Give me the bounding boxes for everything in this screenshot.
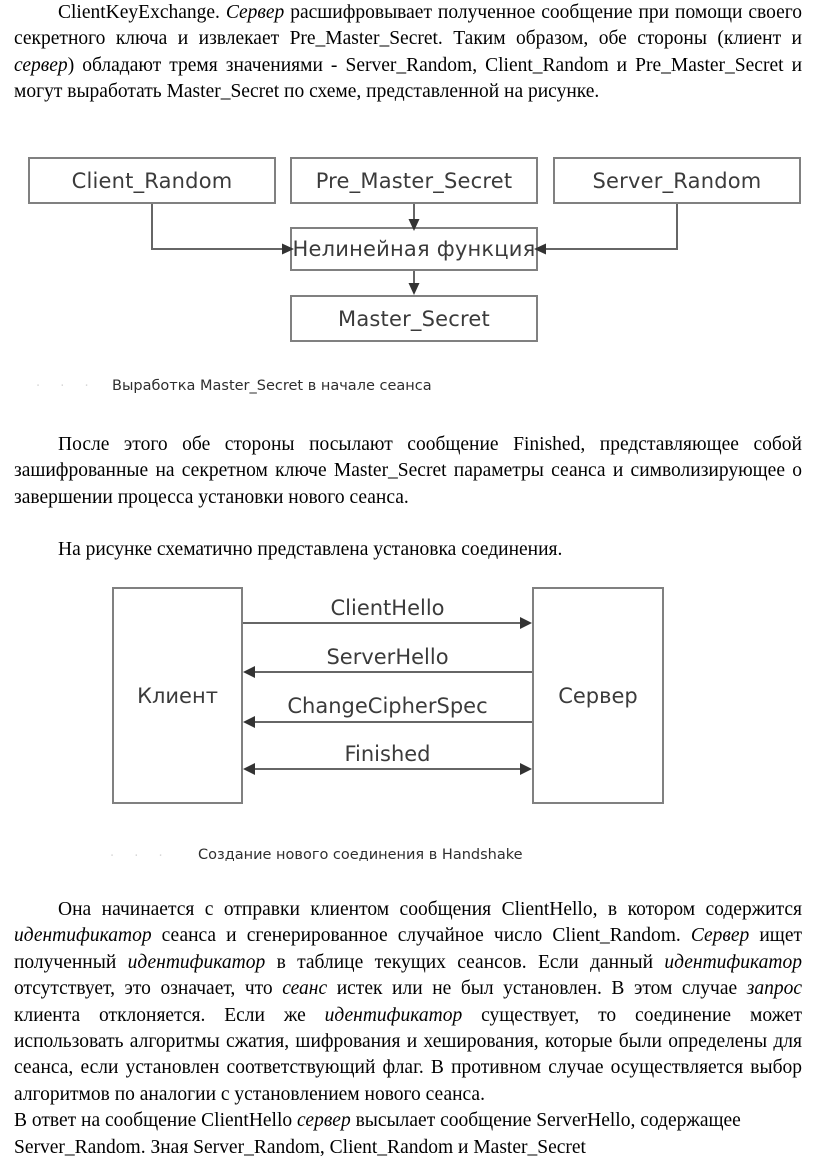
figure-handshake-sequence: Клиент Сервер ClientHello ServerHello Ch… [0, 585, 816, 810]
paragraph-3-text: На рисунке схематично представлена устан… [58, 539, 563, 561]
party-server-label: Сервер [558, 683, 638, 708]
paragraph-5: В ответ на сообщение ClientHello сервер … [14, 1108, 802, 1161]
paragraph-2: После этого обе стороны посылают сообщен… [14, 432, 802, 511]
figure1-caption: Выработка Master_Secret в начале сеанса [112, 378, 432, 394]
message-label-client-hello: ClientHello [330, 596, 445, 620]
paragraph-spacer [14, 511, 802, 537]
message-label-finished: Finished [344, 742, 431, 766]
figure2-caption-ghost: . . . [110, 845, 171, 860]
figure-master-secret-derivation: Client_Random Pre_Master_Secret Server_R… [0, 150, 816, 350]
party-client-label: Клиент [137, 683, 218, 708]
node-pre-master-secret-label: Pre_Master_Secret [315, 168, 513, 193]
paragraph-2-text: После этого обе стороны посылают сообщен… [14, 434, 802, 508]
edge-client-random-to-nonlinear [151, 204, 294, 255]
node-master-secret-label: Master_Secret [338, 306, 490, 331]
edge-nonlinear-to-master-secret [408, 271, 420, 295]
node-nonlinear-function-label: Нелинейная функция [292, 237, 536, 261]
node-client-random-label: Client_Random [71, 168, 233, 193]
paragraph-4: Она начинается с отправки клиентом сообщ… [14, 897, 802, 1108]
message-label-server-hello: ServerHello [326, 645, 449, 669]
node-server-random-label: Server_Random [592, 168, 762, 193]
paragraph-4-text: Она начинается с отправки клиентом сообщ… [14, 899, 802, 1105]
party-client: Клиент [112, 587, 243, 804]
node-nonlinear-function: Нелинейная функция [290, 227, 538, 271]
figure2-caption: Создание нового соединения в Handshake [198, 847, 523, 863]
paragraph-5-text: В ответ на сообщение ClientHello сервер … [14, 1110, 741, 1158]
document-body-middle: После этого обе стороны посылают сообщен… [14, 432, 802, 564]
paragraph-1-text: ClientKeyExchange. Сервер расшифровывает… [14, 2, 802, 103]
document-body-tail: Она начинается с отправки клиентом сообщ… [14, 897, 802, 1161]
party-server: Сервер [532, 587, 664, 804]
message-label-change-cipher-spec: ChangeCipherSpec [287, 694, 488, 718]
node-server-random: Server_Random [553, 157, 801, 204]
paragraph-3: На рисунке схематично представлена устан… [14, 537, 802, 563]
paragraph-1: ClientKeyExchange. Сервер расшифровывает… [14, 0, 802, 106]
node-client-random: Client_Random [28, 157, 276, 204]
figure1-caption-ghost: . . . [36, 375, 97, 390]
node-pre-master-secret: Pre_Master_Secret [290, 157, 538, 204]
document-body: ClientKeyExchange. Сервер расшифровывает… [14, 0, 802, 106]
edge-server-random-to-nonlinear [534, 204, 678, 255]
node-master-secret: Master_Secret [290, 295, 538, 342]
